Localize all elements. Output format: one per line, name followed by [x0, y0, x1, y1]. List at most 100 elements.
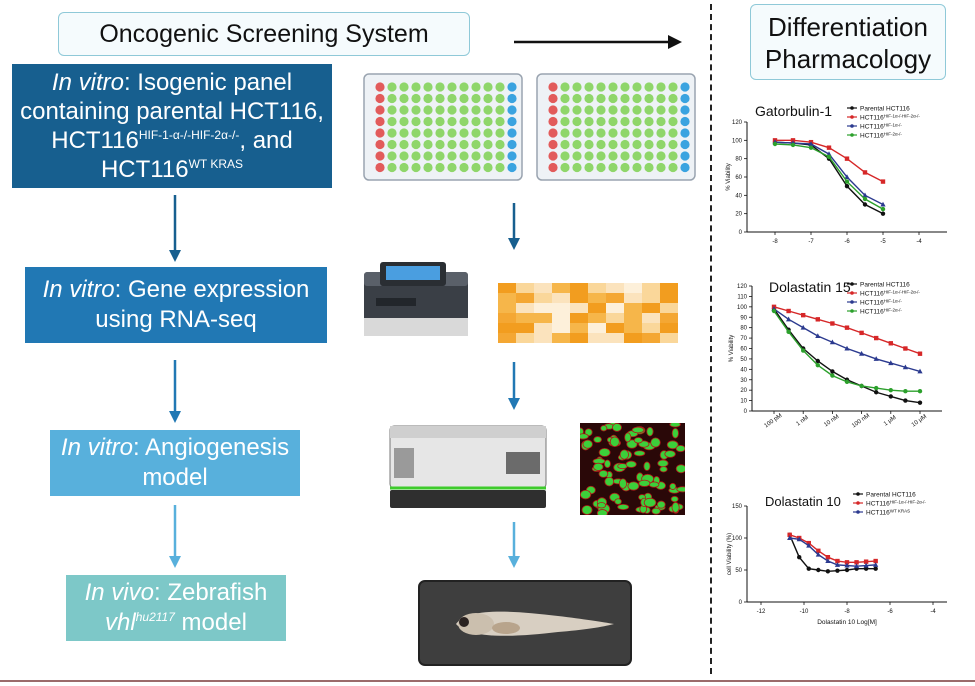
data-point	[801, 312, 806, 318]
well	[608, 93, 618, 104]
heatmap-cell	[624, 323, 642, 333]
well	[632, 128, 642, 138]
well	[459, 151, 469, 161]
heatmap-cell	[588, 303, 606, 313]
well	[471, 162, 481, 173]
cell	[582, 439, 593, 449]
heatmap-cell	[660, 303, 678, 313]
well	[620, 139, 630, 150]
cell	[581, 505, 593, 515]
well	[399, 128, 409, 138]
y-tick-label: 40	[735, 193, 742, 199]
heatmap-cell	[516, 313, 534, 323]
well	[483, 116, 493, 127]
heatmap-cell	[552, 293, 570, 303]
y-tick-label: 50	[735, 568, 742, 574]
cell	[580, 489, 592, 500]
cell	[670, 495, 679, 503]
well	[668, 128, 678, 138]
well	[632, 116, 642, 127]
well	[411, 105, 421, 115]
well	[548, 151, 558, 161]
heatmap-cell	[606, 303, 624, 313]
well	[668, 162, 678, 173]
well	[620, 162, 630, 173]
well	[572, 151, 582, 161]
data-point	[880, 211, 886, 216]
chart-title: Dolastatin 15	[769, 279, 851, 295]
well	[680, 105, 690, 115]
chart-title: Dolastatin 10	[765, 494, 841, 509]
cell	[664, 450, 676, 458]
data-point	[874, 390, 879, 395]
data-point	[844, 567, 850, 573]
data-point	[917, 351, 923, 356]
cell	[598, 469, 609, 478]
legend-marker	[850, 133, 854, 137]
well	[596, 82, 606, 92]
well	[644, 162, 654, 173]
heatmap-cell	[516, 303, 534, 313]
well	[548, 162, 558, 173]
heatmap-cell	[624, 313, 642, 323]
x-tick-label: -7	[808, 239, 814, 245]
well	[375, 116, 385, 127]
heatmap-cell	[660, 283, 678, 293]
heatmap-cell	[498, 303, 516, 313]
data-point	[815, 333, 821, 338]
well	[560, 162, 570, 173]
well	[423, 82, 433, 92]
data-point	[787, 532, 792, 537]
well	[548, 128, 558, 138]
data-point	[825, 558, 831, 564]
well	[435, 105, 445, 115]
down-arrow-4	[508, 203, 520, 250]
data-point	[808, 141, 814, 146]
x-tick-label: 10 μM	[911, 414, 928, 429]
heatmap-cell	[606, 293, 624, 303]
well	[423, 116, 433, 127]
well	[447, 151, 457, 161]
y-tick-label: 0	[744, 409, 748, 415]
data-point	[826, 154, 832, 160]
down-arrow-1	[169, 195, 181, 262]
well	[668, 139, 678, 150]
cell	[656, 500, 666, 509]
well	[375, 82, 385, 92]
heatmap-cell	[588, 333, 606, 343]
well	[668, 82, 678, 92]
well	[560, 116, 570, 127]
well	[459, 116, 469, 127]
heatmap-cell	[642, 333, 660, 343]
legend-label: HCT116WT KRAS	[866, 508, 910, 517]
well	[668, 93, 678, 104]
well	[608, 82, 618, 92]
heatmap-cell	[660, 333, 678, 343]
well	[680, 128, 690, 138]
data-point	[902, 364, 908, 370]
well	[387, 93, 397, 104]
data-point	[903, 346, 908, 351]
legend-label: Parental HCT116	[866, 492, 916, 499]
heatmap-cell	[552, 313, 570, 323]
cell	[617, 503, 630, 510]
data-point	[888, 394, 893, 399]
well	[459, 105, 469, 115]
well	[560, 105, 570, 115]
cell	[603, 459, 611, 469]
well	[447, 139, 457, 150]
down-arrow-5	[508, 362, 520, 410]
step-isogenic-panel: In vitro: Isogenic panel containing pare…	[12, 64, 332, 188]
sequencer-machine-icon	[364, 262, 468, 336]
well	[387, 162, 397, 173]
well	[459, 128, 469, 138]
well	[668, 116, 678, 127]
data-point	[903, 389, 908, 394]
well	[483, 93, 493, 104]
data-point	[815, 358, 820, 364]
data-point	[863, 559, 869, 564]
heatmap-cell	[552, 303, 570, 313]
well	[447, 105, 457, 115]
data-point	[825, 569, 831, 574]
well	[423, 151, 433, 161]
